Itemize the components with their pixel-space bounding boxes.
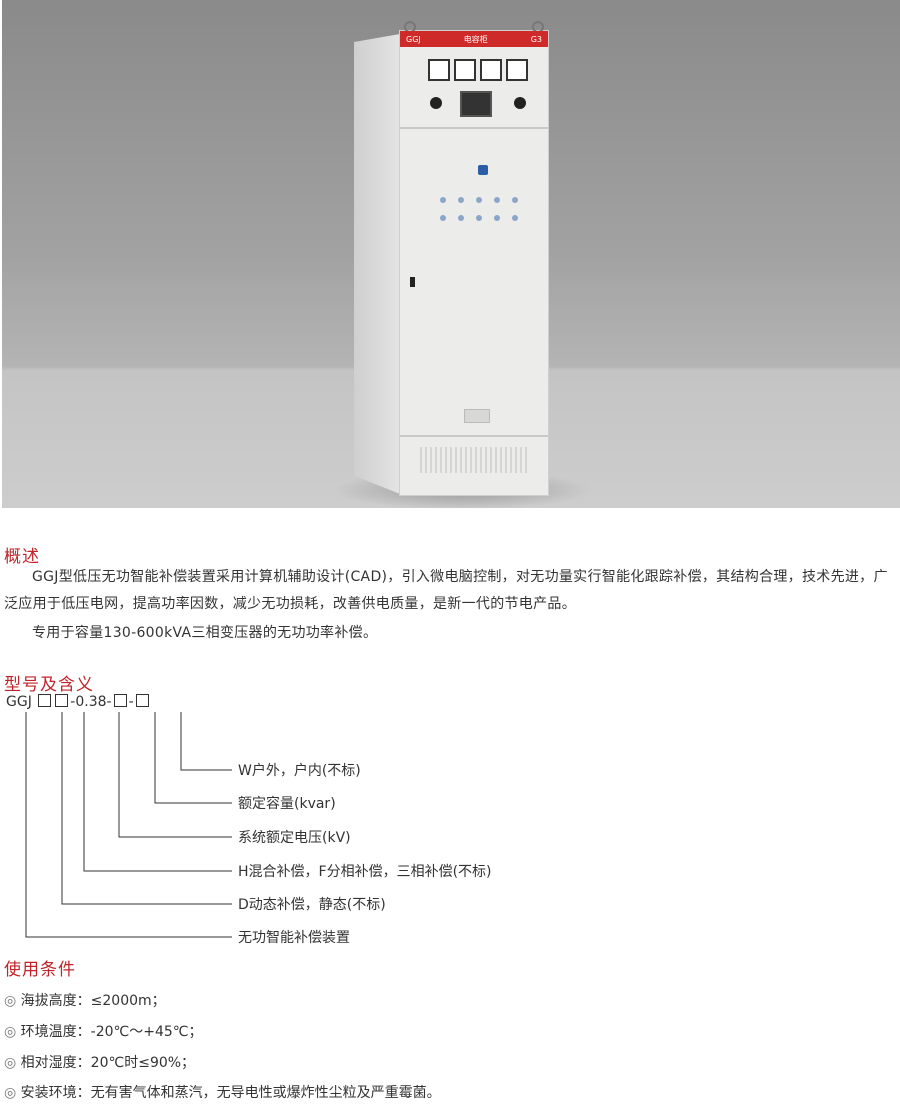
overview-paragraph-2: 专用于容量130-600kVA三相变压器的无功功率补偿。 bbox=[32, 625, 378, 641]
condition-item: ◎ 海拔高度：≤2000m； bbox=[4, 990, 166, 1010]
model-voltage: -0.38- bbox=[70, 694, 112, 710]
cabinet-label-left: GGJ bbox=[406, 34, 421, 44]
indicator-lamp-icon bbox=[494, 215, 500, 221]
model-item-1: W户外，户内(不标) bbox=[238, 763, 361, 779]
model-title: 型号及含义 bbox=[4, 675, 94, 695]
indicator-lamp-icon bbox=[494, 197, 500, 203]
condition-text: 海拔高度：≤2000m； bbox=[20, 993, 166, 1009]
cabinet-front: GGJ 电容柜 G3 bbox=[399, 21, 549, 496]
indicator-lamp-icon bbox=[476, 215, 482, 221]
indicator-lamp-icon bbox=[440, 197, 446, 203]
condition-text: 相对湿度：20℃时≤90%； bbox=[20, 1055, 196, 1071]
model-prefix: GGJ bbox=[6, 694, 32, 710]
meter-icon bbox=[454, 59, 476, 81]
meter-icon bbox=[480, 59, 502, 81]
circle-bullet-icon: ◎ bbox=[4, 993, 17, 1009]
switch-knob-icon bbox=[514, 97, 526, 109]
box-icon bbox=[113, 694, 127, 707]
indicator-lamp-icon bbox=[476, 197, 482, 203]
switch-knob-icon bbox=[430, 97, 442, 109]
model-code: GGJ -0.38-- bbox=[6, 694, 151, 710]
model-bracket-lines bbox=[25, 712, 232, 938]
door-handle-icon bbox=[410, 277, 415, 287]
control-button-icon bbox=[478, 165, 488, 175]
indicator-lamp-icon bbox=[512, 197, 518, 203]
panel-seam bbox=[400, 435, 548, 437]
circle-bullet-icon: ◎ bbox=[4, 1085, 17, 1101]
cabinet-label-right: G3 bbox=[530, 34, 542, 44]
box-icon bbox=[55, 694, 69, 707]
condition-text: 环境温度：-20℃～+45℃； bbox=[20, 1024, 203, 1040]
overview-paragraph-1: GGJ型低压无功智能补偿装置采用计算机辅助设计(CAD)，引入微电脑控制，对无功… bbox=[4, 569, 888, 612]
cabinet-header-strip: GGJ 电容柜 G3 bbox=[400, 31, 548, 47]
model-item-3: 系统额定电压(kV) bbox=[238, 830, 351, 846]
meter-icon bbox=[506, 59, 528, 81]
ventilation-grille bbox=[420, 447, 530, 473]
name-plate bbox=[464, 409, 490, 423]
indicator-lamp-icon bbox=[440, 215, 446, 221]
cabinet-label-center: 电容柜 bbox=[463, 34, 488, 44]
indicator-lamp-icon bbox=[458, 215, 464, 221]
model-item-5: D动态补偿，静态(不标) bbox=[238, 897, 386, 913]
condition-text: 安装环境：无有害气体和蒸汽，无导电性或爆炸性尘粒及严重霉菌。 bbox=[20, 1085, 441, 1101]
product-photo: GGJ 电容柜 G3 bbox=[2, 0, 900, 508]
indicator-lamp-icon bbox=[512, 215, 518, 221]
model-item-6: 无功智能补偿装置 bbox=[238, 930, 350, 946]
meter-icon bbox=[428, 59, 450, 81]
circle-bullet-icon: ◎ bbox=[4, 1055, 17, 1071]
model-dash: - bbox=[128, 694, 134, 710]
conditions-title: 使用条件 bbox=[4, 960, 76, 980]
controller-display bbox=[460, 91, 492, 117]
model-item-2: 额定容量(kvar) bbox=[238, 796, 336, 812]
cabinet-side-panel bbox=[354, 34, 400, 494]
indicator-lamp-icon bbox=[458, 197, 464, 203]
box-icon bbox=[135, 694, 149, 707]
condition-item: ◎ 环境温度：-20℃～+45℃； bbox=[4, 1021, 203, 1041]
condition-item: ◎ 相对湿度：20℃时≤90%； bbox=[4, 1052, 195, 1072]
overview-title: 概述 bbox=[4, 547, 40, 567]
panel-seam bbox=[400, 127, 548, 129]
condition-item: ◎ 安装环境：无有害气体和蒸汽，无导电性或爆炸性尘粒及严重霉菌。 bbox=[4, 1082, 441, 1102]
circle-bullet-icon: ◎ bbox=[4, 1024, 17, 1040]
box-icon bbox=[38, 694, 52, 707]
model-item-4: H混合补偿，F分相补偿，三相补偿(不标) bbox=[238, 864, 492, 880]
